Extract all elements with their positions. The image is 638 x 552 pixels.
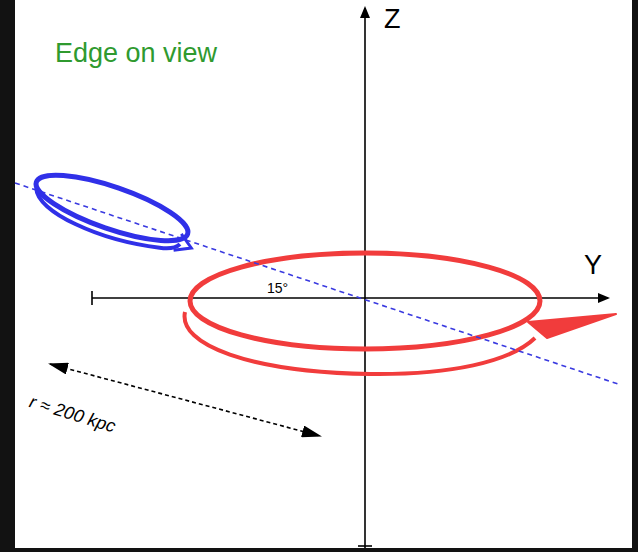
view-title: Edge on view (55, 40, 217, 67)
y-axis (92, 297, 608, 299)
rotation-arrow (185, 312, 535, 374)
orbital-plane-line (15, 183, 618, 384)
arrowhead (528, 314, 616, 338)
blue-galaxy (27, 162, 202, 264)
angle-label: 15° (267, 281, 288, 295)
axis-tick (358, 545, 372, 547)
white-panel (15, 0, 632, 548)
z-axis (364, 8, 366, 548)
axis-tick (91, 291, 93, 305)
red-galaxy-disc (190, 253, 540, 349)
axis-label: Z (384, 6, 401, 33)
axis-label: Y (584, 252, 602, 279)
